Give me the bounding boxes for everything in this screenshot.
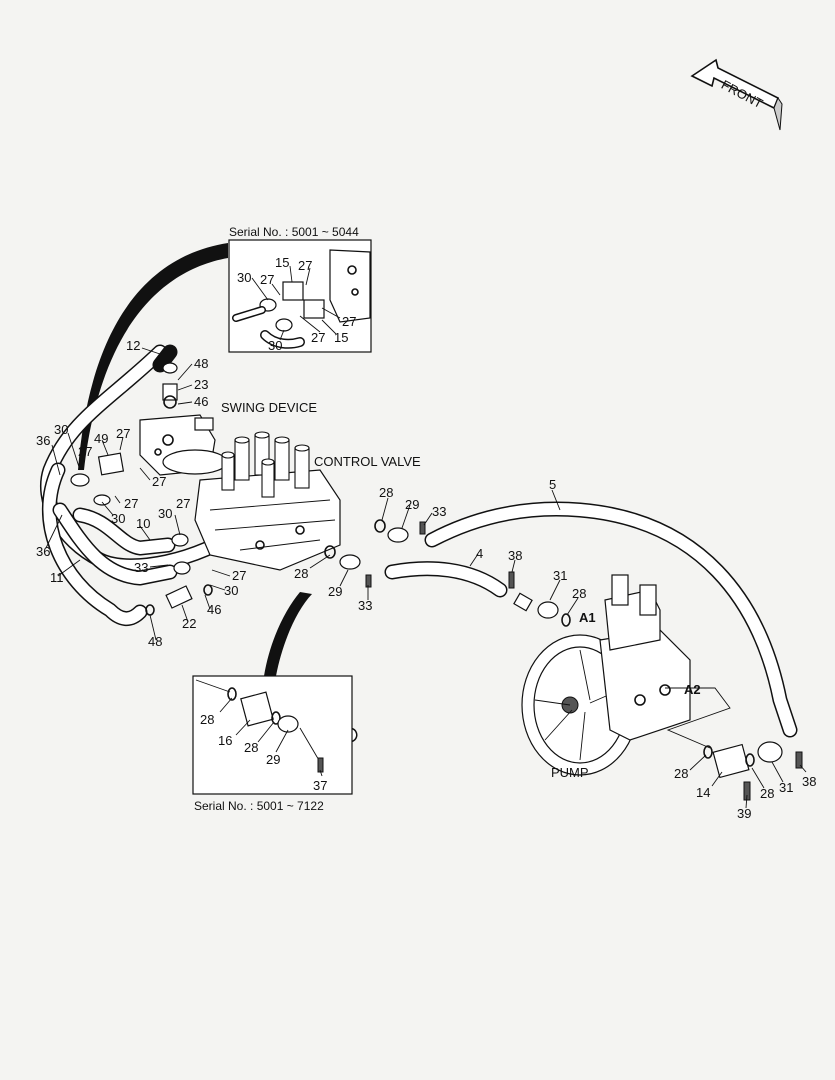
callout-29: 29 [328, 584, 342, 599]
top-inset: Serial No. : 5001 ~ 5044 [228, 225, 372, 353]
callout-23: 23 [194, 377, 208, 392]
callout-numbers: 12 48 23 46 36 30 49 27 27 27 30 27 36 1… [36, 255, 816, 821]
top-inset-pointer [78, 243, 228, 470]
callout-12: 12 [126, 338, 140, 353]
callout-30: 30 [224, 583, 238, 598]
callout-29: 29 [266, 752, 280, 767]
port-a2-label: A2 [684, 682, 701, 697]
callout-30: 30 [54, 422, 68, 437]
callout-28: 28 [294, 566, 308, 581]
callout-30: 30 [237, 270, 251, 285]
callout-4: 4 [476, 546, 483, 561]
callout-27: 27 [152, 474, 166, 489]
callout-28: 28 [200, 712, 214, 727]
callout-36: 36 [36, 544, 50, 559]
callout-5: 5 [549, 477, 556, 492]
swing-device [139, 362, 228, 476]
callout-31: 31 [553, 568, 567, 583]
front-direction-arrow: FRONT [690, 58, 783, 131]
callout-28: 28 [572, 586, 586, 601]
callout-22: 22 [182, 616, 196, 631]
callout-30: 30 [268, 338, 282, 353]
callout-27: 27 [232, 568, 246, 583]
callout-27: 27 [342, 314, 356, 329]
port-a1-label: A1 [579, 610, 596, 625]
callout-27: 27 [124, 496, 138, 511]
control-valve [194, 431, 341, 571]
callout-33: 33 [432, 504, 446, 519]
callout-15: 15 [275, 255, 289, 270]
bottom-inset [192, 675, 353, 795]
a2-bracket [665, 687, 731, 749]
callout-27: 27 [260, 272, 274, 287]
callout-28: 28 [760, 786, 774, 801]
callout-33: 33 [134, 560, 148, 575]
callout-38: 38 [508, 548, 522, 563]
callout-28: 28 [379, 485, 393, 500]
control-valve-label: CONTROL VALVE [314, 454, 421, 469]
callout-30: 30 [158, 506, 172, 521]
callout-28: 28 [244, 740, 258, 755]
callout-46: 46 [194, 394, 208, 409]
callout-29: 29 [405, 497, 419, 512]
callout-38: 38 [802, 774, 816, 789]
leader-lines [45, 265, 807, 809]
callout-49: 49 [94, 431, 108, 446]
pump-label: PUMP [551, 765, 589, 780]
callout-16: 16 [218, 733, 232, 748]
callout-14: 14 [696, 785, 710, 800]
swing-device-label: SWING DEVICE [221, 400, 317, 415]
callout-27: 27 [176, 496, 190, 511]
callout-36: 36 [36, 433, 50, 448]
callout-48: 48 [194, 356, 208, 371]
callout-37: 37 [313, 778, 327, 793]
callout-39: 39 [737, 806, 751, 821]
bottom-inset-caption: Serial No. : 5001 ~ 7122 [194, 799, 324, 813]
top-inset-caption: Serial No. : 5001 ~ 5044 [229, 225, 359, 239]
callout-28: 28 [674, 766, 688, 781]
callout-10: 10 [136, 516, 150, 531]
callout-27: 27 [116, 426, 130, 441]
callout-31: 31 [779, 780, 793, 795]
callout-27: 27 [311, 330, 325, 345]
callout-33: 33 [358, 598, 372, 613]
bottom-inset-pointer [264, 592, 312, 676]
callout-15: 15 [334, 330, 348, 345]
callout-27: 27 [298, 258, 312, 273]
pump [521, 574, 691, 776]
callout-46: 46 [207, 602, 221, 617]
callout-27: 27 [78, 444, 92, 459]
callout-48: 48 [148, 634, 162, 649]
callout-11: 11 [50, 570, 64, 585]
callout-30: 30 [111, 511, 125, 526]
